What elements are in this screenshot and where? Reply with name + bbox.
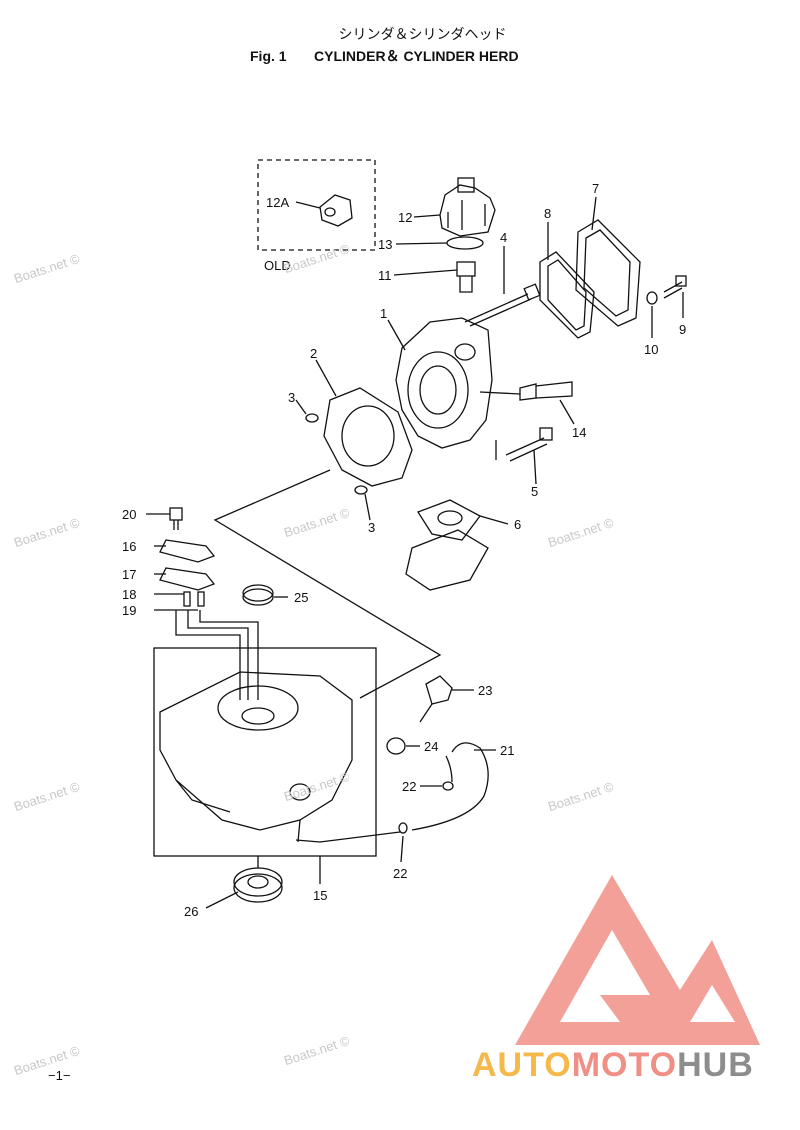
callout-9: 9	[679, 322, 686, 337]
callout-5: 5	[531, 484, 538, 499]
part-20-icon	[169, 507, 183, 530]
part-16-icon	[159, 539, 216, 563]
part-12-icon	[439, 177, 496, 237]
part-18-icon	[183, 591, 191, 607]
callout-2: 2	[310, 346, 317, 361]
part-3b-icon	[354, 485, 368, 495]
part-23-icon	[419, 675, 453, 723]
part-7-icon	[575, 219, 641, 327]
callout-3a: 3	[288, 390, 295, 405]
callout-16: 16	[122, 539, 136, 554]
callout-3b: 3	[368, 520, 375, 535]
callout-20: 20	[122, 507, 136, 522]
part-1-icon	[395, 317, 521, 460]
figure-title: Fig. 1 CYLINDER＆ CYLINDER HERD	[250, 46, 519, 66]
part-12a-icon	[319, 194, 353, 227]
part-21-icon	[411, 742, 489, 831]
assembly-line	[213, 469, 442, 699]
callout-10: 10	[644, 342, 658, 357]
callout-21: 21	[500, 743, 514, 758]
callout-19: 19	[122, 603, 136, 618]
part-8-icon	[539, 251, 595, 339]
part-10-icon	[646, 291, 658, 305]
part-15-box	[153, 647, 377, 857]
figure-title-english: CYLINDER＆ CYLINDER HERD	[314, 48, 519, 64]
callout-23: 23	[478, 683, 492, 698]
callout-7: 7	[592, 181, 599, 196]
old-label: OLD	[264, 258, 291, 273]
callout-25: 25	[294, 590, 308, 605]
callout-1: 1	[380, 306, 387, 321]
part-3a-icon	[305, 413, 319, 423]
part-25-icon	[242, 584, 274, 606]
part-26-icon	[233, 867, 283, 903]
callout-22b: 22	[393, 866, 407, 881]
part-13-icon	[446, 236, 484, 250]
part-22a-icon	[442, 781, 454, 791]
callout-6: 6	[514, 517, 521, 532]
callout-18: 18	[122, 587, 136, 602]
brand-part-hub: HUB	[677, 1046, 754, 1084]
figure-number: Fig. 1	[250, 48, 287, 64]
part-15-icon	[159, 671, 401, 843]
part-17-icon	[159, 567, 216, 591]
callout-12: 12	[398, 210, 412, 225]
callout-11: 11	[378, 268, 392, 283]
brand-logo-icon	[515, 875, 760, 1045]
part-5-icon	[505, 427, 553, 462]
part-4-icon	[464, 283, 541, 327]
callout-22a: 22	[402, 779, 416, 794]
part-11-icon	[456, 261, 476, 293]
brand-wordmark: AUTOMOTOHUB	[472, 1046, 754, 1085]
callout-4: 4	[500, 230, 507, 245]
callout-24: 24	[424, 739, 438, 754]
callout-labels: 12A 12 13 11 4 7 8 9 10 1 2 3 3 14 5 6 2…	[122, 181, 686, 919]
part-6-icon	[405, 499, 489, 591]
callout-17: 17	[122, 567, 136, 582]
part-24-icon	[386, 737, 406, 755]
part-2-icon	[323, 387, 413, 487]
brand-part-moto: MOTO	[571, 1046, 678, 1084]
callout-14: 14	[572, 425, 586, 440]
part-19-icon	[197, 591, 205, 607]
callout-8: 8	[544, 206, 551, 221]
page-number: −1−	[48, 1068, 71, 1083]
brand-part-auto: AUTO	[472, 1046, 572, 1084]
callout-26: 26	[184, 904, 198, 919]
part-14-icon	[519, 381, 573, 401]
callout-15: 15	[313, 888, 327, 903]
part-22b-icon	[398, 822, 408, 834]
callout-13: 13	[378, 237, 392, 252]
callout-12a: 12A	[266, 195, 289, 210]
title-japanese: シリンダ＆シリンダヘッド	[338, 27, 507, 43]
part-9-icon	[663, 275, 687, 299]
old-part-box	[257, 159, 376, 251]
